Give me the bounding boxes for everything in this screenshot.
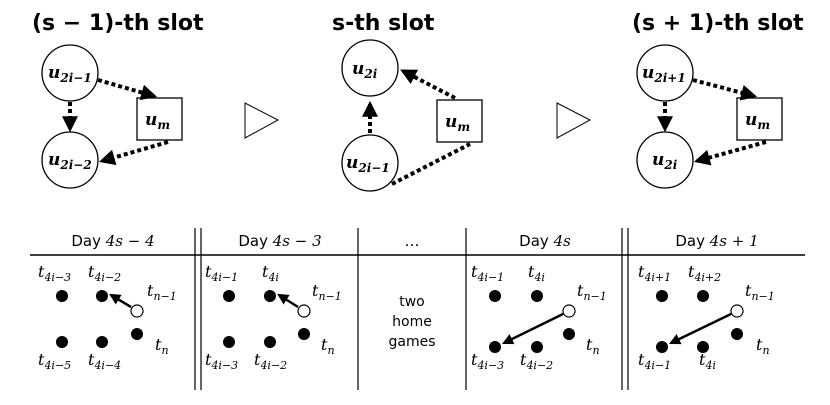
node-u-m: [136, 97, 183, 141]
team-dot: [656, 290, 668, 302]
edge-dashed-arrow: [693, 140, 767, 166]
team-label: t4i−4: [88, 350, 121, 372]
team-label: t4i−2: [88, 262, 121, 284]
team-label: t4i−1: [638, 350, 671, 372]
team-label: t4i−1: [205, 262, 238, 284]
slot-graph-prev: u2i−1 u2i−2 um: [41, 44, 183, 189]
team-open-dot: [130, 304, 144, 318]
day-column-4s: t4i−1 t4i tn−1 tn t4i−3 t4i−2: [471, 262, 607, 372]
node-label: u2i−1: [48, 63, 92, 85]
slot-title-current: s-th slot: [332, 11, 435, 36]
node-label: u2i+1: [642, 63, 686, 85]
team-label: t4i+2: [688, 262, 721, 284]
team-label: t4i: [699, 350, 716, 372]
team-label: tn: [756, 335, 770, 357]
slot-graph-next: u2i+1 u2i um: [636, 44, 783, 189]
team-dot: [697, 341, 709, 353]
team-open-dot: [297, 304, 311, 318]
slot-title-prev: (s − 1)-th slot: [32, 11, 204, 36]
move-arrow: [668, 312, 732, 345]
team-label: tn: [586, 335, 600, 357]
team-dot: [264, 290, 276, 302]
day-header-ellipsis: …: [405, 232, 420, 250]
day-header: Day 4s + 1: [675, 232, 758, 250]
team-dot: [264, 336, 276, 348]
team-dot: [56, 336, 68, 348]
team-open-dot: [730, 304, 744, 318]
node-u-2i: [341, 39, 399, 97]
team-open-dot: [562, 304, 576, 318]
edge-dashed-arrow: [400, 69, 456, 100]
next-step-triangle-icon: [556, 102, 592, 139]
team-dot: [563, 328, 575, 340]
node-label: um: [745, 110, 770, 132]
day-header: Day 4s − 3: [238, 232, 321, 250]
team-label: t4i+1: [638, 262, 671, 284]
team-label: tn: [155, 335, 169, 357]
team-label: tn−1: [745, 281, 775, 303]
move-arrow: [501, 312, 564, 345]
team-dot: [223, 336, 235, 348]
slot-title-next: (s + 1)-th slot: [632, 11, 804, 36]
team-label: t4i: [262, 262, 279, 284]
team-dot: [298, 328, 310, 340]
slot-graph-current: u2i u2i−1 um: [341, 39, 483, 192]
node-label: um: [445, 112, 470, 134]
edge-dashed-arrow: [97, 78, 158, 101]
node-u-m: [736, 97, 783, 141]
team-dot: [131, 328, 143, 340]
team-label: t4i−3: [471, 350, 504, 372]
move-arrow: [109, 293, 132, 309]
node-label: u2i−1: [346, 153, 390, 175]
day-header: Day 4s: [519, 232, 571, 250]
node-label: u2i: [352, 59, 378, 81]
team-dot: [531, 290, 543, 302]
edge-dashed-line: [391, 142, 471, 186]
day-column-4s-4: t4i−3 t4i−2 tn−1 tn t4i−5 t4i−4: [38, 262, 177, 372]
edge-dashed-arrow: [98, 140, 169, 166]
team-label: t4i−2: [520, 350, 553, 372]
team-dot: [656, 341, 668, 353]
edge-dashed-arrow: [692, 78, 758, 101]
team-dot: [489, 341, 501, 353]
day-column-note: two home games: [388, 294, 435, 350]
team-dot: [489, 290, 501, 302]
team-dot: [697, 290, 709, 302]
team-label: tn−1: [147, 281, 177, 303]
node-u-2i+1: [636, 44, 694, 102]
team-label: t4i: [528, 262, 545, 284]
team-dot: [56, 290, 68, 302]
note-line: games: [388, 334, 435, 350]
team-label: t4i−1: [471, 262, 504, 284]
team-dot: [96, 290, 108, 302]
day-header: Day 4s − 4: [71, 232, 154, 250]
team-dot: [731, 328, 743, 340]
day-column-4s+1: t4i+1 t4i+2 tn−1 tn t4i−1 t4i: [638, 262, 775, 372]
node-u-m: [436, 99, 483, 143]
team-label: tn−1: [312, 281, 342, 303]
team-label: t4i−5: [38, 350, 71, 372]
node-label: um: [145, 110, 170, 132]
team-label: t4i−2: [254, 350, 287, 372]
node-label: u2i−2: [48, 150, 92, 172]
next-step-triangle-icon: [244, 102, 280, 139]
note-line: home: [392, 314, 432, 330]
team-label: tn: [321, 335, 335, 357]
team-label: tn−1: [577, 281, 607, 303]
team-dot: [223, 290, 235, 302]
node-u-2i-1: [341, 134, 399, 192]
team-label: t4i−3: [38, 262, 71, 284]
move-arrow: [277, 293, 299, 309]
team-dot: [531, 341, 543, 353]
note-line: two: [399, 294, 425, 310]
day-column-4s-3: t4i−1 t4i tn−1 tn t4i−3 t4i−2: [205, 262, 342, 372]
node-label: u2i: [652, 150, 678, 172]
team-label: t4i−3: [205, 350, 238, 372]
day-table: Day 4s − 4 Day 4s − 3 … Day 4s Day 4s + …: [30, 228, 805, 390]
team-dot: [96, 336, 108, 348]
node-u-2i-1: [41, 44, 99, 102]
